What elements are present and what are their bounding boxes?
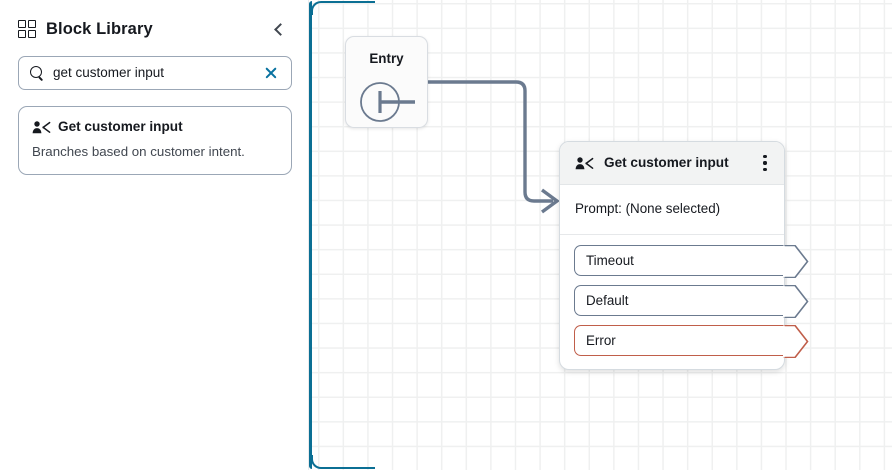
branch-row-error[interactable]: Error — [560, 325, 809, 358]
entry-port-icon — [360, 82, 415, 122]
branch-pill: Timeout — [574, 245, 809, 278]
entry-node-label: Entry — [369, 51, 404, 66]
branch-label: Timeout — [586, 252, 634, 268]
search-input[interactable] — [53, 64, 261, 82]
grid-blocks-icon — [18, 20, 36, 38]
block-result-card[interactable]: Get customer input Branches based on cus… — [18, 106, 292, 175]
close-x-icon[interactable] — [261, 63, 281, 83]
get-customer-input-node[interactable]: Get customer input Prompt: (None selecte… — [559, 141, 809, 370]
person-branch-icon — [32, 120, 51, 133]
branch-row-default[interactable]: Default — [560, 285, 809, 318]
sidebar-title: Block Library — [46, 20, 153, 38]
entry-node[interactable]: Entry — [345, 36, 428, 128]
branch-pill: Default — [574, 285, 809, 318]
branch-arrow-icon — [783, 245, 809, 278]
branch-label: Default — [586, 292, 629, 308]
block-result-title-row: Get customer input — [32, 118, 278, 136]
node-body: Prompt: (None selected) — [560, 185, 784, 235]
branch-row-timeout[interactable]: Timeout — [560, 245, 809, 278]
branch-pill: Error — [574, 325, 809, 358]
canvas-focus-outline — [309, 1, 312, 469]
chevron-left-icon — [274, 22, 287, 36]
kebab-menu-icon[interactable] — [756, 152, 774, 174]
branch-arrow-icon — [783, 325, 809, 358]
search-box[interactable] — [18, 56, 292, 90]
node-prompt-text: Prompt: (None selected) — [575, 201, 721, 216]
canvas-focus-outline-top — [311, 1, 375, 15]
sidebar-header: Block Library — [0, 8, 308, 50]
node-branch-list: Timeout Default — [560, 235, 809, 369]
node-title: Get customer input — [604, 155, 729, 170]
block-result-title: Get customer input — [58, 119, 183, 134]
flow-canvas[interactable]: Entry Get customer input — [309, 0, 892, 470]
sidebar-collapse-button[interactable] — [266, 16, 292, 42]
branch-arrow-icon — [783, 285, 809, 318]
search-icon — [30, 66, 44, 80]
person-branch-icon — [575, 156, 594, 169]
node-header: Get customer input — [560, 142, 784, 185]
block-result-description: Branches based on customer intent. — [32, 144, 245, 159]
branch-label: Error — [586, 332, 616, 348]
canvas-focus-outline-bottom — [311, 455, 375, 469]
block-library-sidebar: Block Library Get customer input — [0, 0, 309, 470]
